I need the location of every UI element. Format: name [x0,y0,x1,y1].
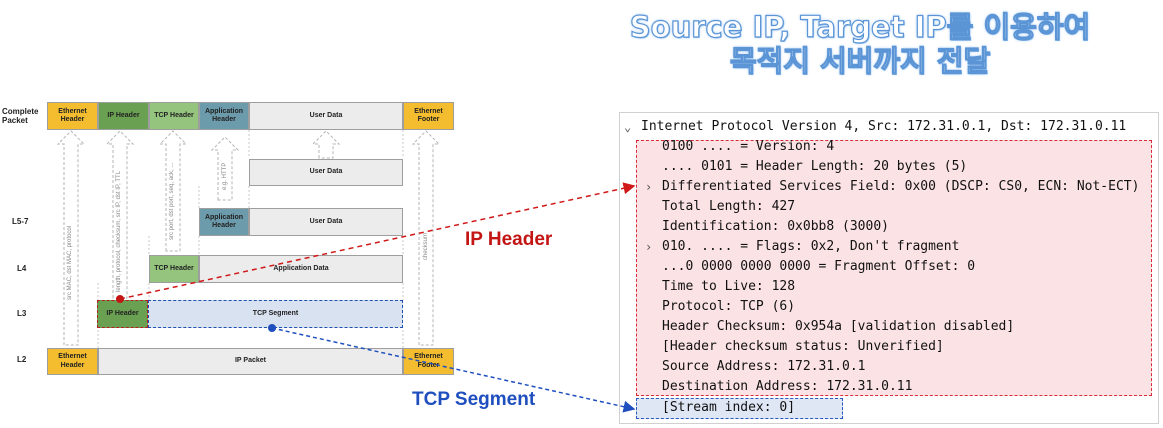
title-line-2: 목적지 서버까지 전달 [729,43,991,78]
ipv4-header-line[interactable]: Internet Protocol Version 4, Src: 172.31… [641,119,1127,134]
complete-user-data: User Data [249,102,403,130]
ws-line-dsf[interactable]: Differentiated Services Field: 0x00 (DSC… [662,179,1140,194]
ws-line-checksum-status[interactable]: [Header checksum status: Unverified] [662,339,944,354]
l2-ip-packet: IP Packet [98,348,403,375]
l57-app-header: Application Header [199,208,249,236]
complete-tcp-header: TCP Header [149,102,199,130]
complete-ip-header: IP Header [98,102,149,130]
l3-tcp-segment: TCP Segment [148,300,403,328]
complete-eth-header: Ethernet Header [47,102,98,130]
row-label-complete: Complete Packet [2,107,39,125]
tcp-segment-annotation: TCP Segment [412,389,536,410]
row-label-l2: L2 [17,355,27,364]
l2-eth-header: Ethernet Header [47,348,98,375]
ws-line-protocol[interactable]: Protocol: TCP (6) [662,299,796,314]
complete-eth-footer: Ethernet Footer [403,102,454,130]
ws-line-header-length[interactable]: .... 0101 = Header Length: 20 bytes (5) [662,159,968,174]
ws-line-identification[interactable]: Identification: 0x0bb8 (3000) [662,219,889,234]
ip-header-highlight [636,140,1152,396]
l57-user-data-2: User Data [249,208,403,236]
ws-line-total-length[interactable]: Total Length: 427 [662,199,796,214]
row-label-l4: L4 [17,264,27,273]
ip-header-annotation: IP Header [465,229,553,250]
complete-app-header: Application Header [199,102,249,130]
ws-line-flags[interactable]: 010. .... = Flags: 0x2, Don't fragment [662,239,960,254]
title-line-1: Source IP, Target IP를 이용하여 [629,9,1091,44]
l2-eth-footer: Ethernet Footer [403,348,454,375]
ws-line-checksum[interactable]: Header Checksum: 0x954a [validation disa… [662,319,1015,334]
dsf-expand-icon[interactable]: › [645,180,653,194]
ws-line-source-address[interactable]: Source Address: 172.31.0.1 [662,359,866,374]
flags-expand-icon[interactable]: › [645,240,653,254]
ws-line-stream-index[interactable]: [Stream index: 0] [662,400,796,415]
ws-line-ttl[interactable]: Time to Live: 128 [662,279,796,294]
row-label-l3: L3 [17,309,27,318]
stream-index-highlight [636,398,843,419]
ws-line-version[interactable]: 0100 .... = Version: 4 [662,139,835,154]
l4-tcp-header: TCP Header [149,255,199,283]
l4-app-data: Application Data [199,255,403,283]
ws-line-destination-address[interactable]: Destination Address: 172.31.0.11 [662,379,913,394]
l57-user-data: User Data [249,159,403,186]
ws-line-fragment-offset[interactable]: ...0 0000 0000 0000 = Fragment Offset: 0 [662,259,976,274]
ipv4-collapse-icon[interactable]: ⌄ [624,120,632,134]
row-label-l57: L5-7 [12,217,29,226]
